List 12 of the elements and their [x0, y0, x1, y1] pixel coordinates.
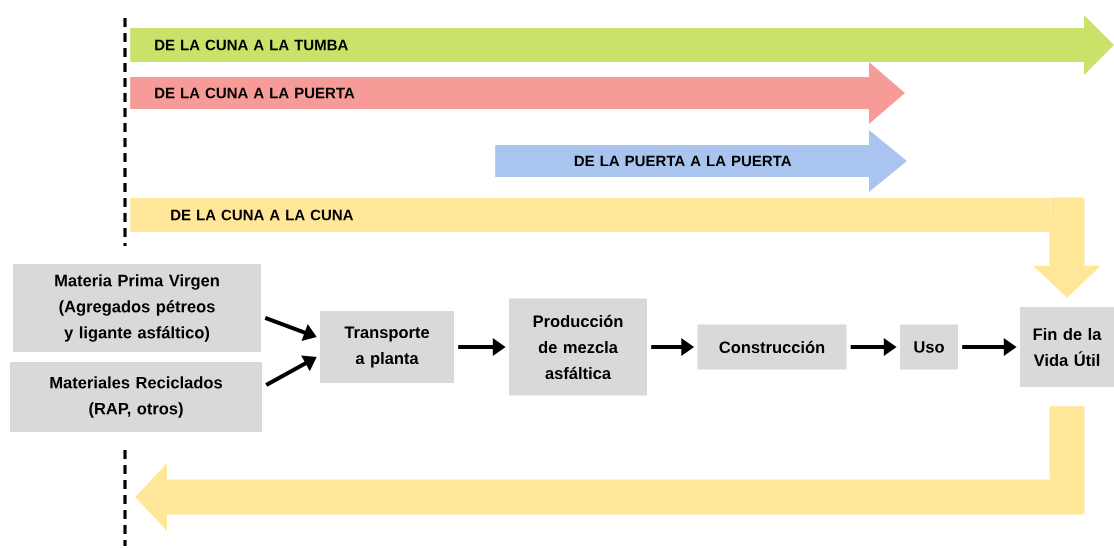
scope-band: DE LA CUNA A LA CUNA — [130, 198, 1051, 232]
process-box: Materiales Reciclados (RAP, otros) — [10, 362, 262, 432]
scope-band: DE LA PUERTA A LA PUERTA — [495, 130, 907, 192]
scope-band: DE LA CUNA A LA TUMBA — [130, 15, 1114, 75]
process-box: Materia Prima Virgen (Agregados pétreos y ligante asfáltico) — [13, 264, 261, 352]
process-box: Transporte a planta — [320, 311, 454, 383]
process-box: Fin de la Vida Útil — [1020, 307, 1114, 387]
process-box: Construcción — [697, 324, 847, 370]
process-box: Uso — [900, 324, 958, 370]
node-label: DE LA CUNA A LA CUNA — [171, 209, 354, 221]
process-box: Producción de mezcla asfáltica — [509, 298, 647, 396]
scope-band: DE LA CUNA A LA PUERTA — [130, 62, 905, 124]
